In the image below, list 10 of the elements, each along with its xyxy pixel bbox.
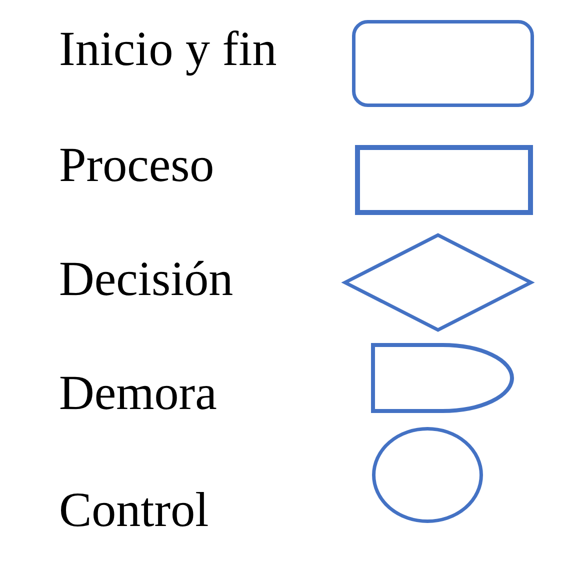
rounded-rectangle-symbol	[352, 20, 534, 107]
ellipse-symbol	[372, 427, 483, 523]
delay-symbol	[371, 343, 514, 413]
symbol-label: Control	[59, 482, 209, 538]
symbol-label: Decisión	[59, 251, 234, 307]
symbol-label: Proceso	[59, 137, 214, 193]
rectangle-symbol	[355, 145, 533, 215]
symbol-label: Inicio y fin	[59, 21, 277, 77]
symbol-label: Demora	[59, 365, 217, 421]
diamond-symbol	[341, 233, 535, 332]
